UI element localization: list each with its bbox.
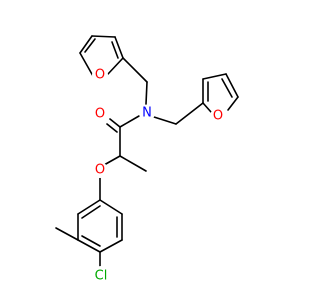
furan-oxygen-1: O [92,67,108,83]
svg-text:Cl: Cl [95,269,108,284]
bond [99,199,123,215]
bond [77,239,101,253]
molecule-diagram: O N O O O Cl [55,35,239,286]
bond [202,73,227,80]
bond [107,57,124,75]
bond-lines [55,35,239,269]
svg-text:N: N [142,106,152,121]
bond [175,102,204,125]
bond [84,38,96,53]
bond [109,118,121,128]
bond [202,102,212,113]
svg-text:O: O [95,68,105,83]
bond [99,239,123,253]
bond [79,52,94,77]
bond [119,155,147,172]
bond [119,115,140,128]
bond [225,73,239,98]
bond [114,36,124,59]
chlorine-atom: Cl [91,266,111,286]
bond [91,35,116,38]
bond [77,199,101,215]
bond [153,116,177,125]
ether-oxygen: O [92,162,108,178]
svg-text:O: O [95,107,105,122]
bond [81,235,101,247]
carbonyl-oxygen: O [92,106,108,122]
furan-oxygen-2: O [210,108,226,124]
amide-nitrogen: N [139,105,155,121]
bond [81,205,101,219]
bond [221,78,233,98]
svg-text:O: O [95,163,105,178]
bond [227,96,239,111]
bond [103,155,121,166]
bond [145,81,148,105]
bond [79,35,93,54]
bond [55,227,79,241]
svg-text:O: O [213,109,223,124]
molecule-structure-svg: O N O O O Cl [55,35,239,286]
bond [122,57,148,83]
atom-labels: O N O O O Cl [91,67,226,286]
bond [111,41,119,59]
bond [106,123,118,133]
